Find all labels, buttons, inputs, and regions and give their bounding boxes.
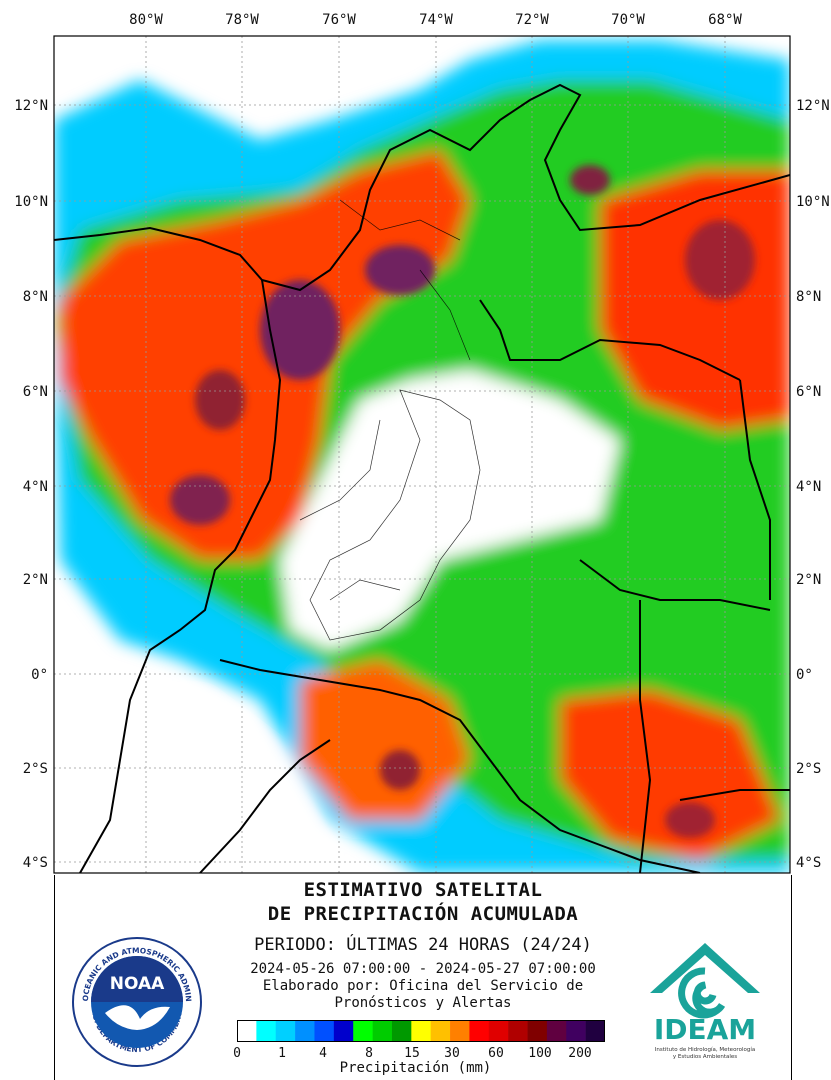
legend-tick-label: 0 xyxy=(233,1046,241,1061)
legend-swatch xyxy=(508,1020,528,1042)
legend-swatch xyxy=(391,1020,412,1042)
legend-tick-label: 8 xyxy=(365,1046,373,1061)
date-range: 2024-05-26 07:00:00 - 2024-05-27 07:00:0… xyxy=(250,961,596,977)
lat-label: 2°S xyxy=(23,761,48,777)
country-borders xyxy=(54,83,790,873)
legend-swatch xyxy=(450,1020,470,1042)
legend-swatch xyxy=(430,1020,451,1042)
map-frame xyxy=(53,35,791,874)
title-line1: ESTIMATIVO SATELITAL xyxy=(303,879,543,901)
precipitation-map: 80°W 78°W 76°W 74°W 72°W 70°W 68°W 12°N … xyxy=(14,12,830,874)
lat-label: 4°S xyxy=(23,855,48,871)
legend-tick-label: 30 xyxy=(444,1046,460,1061)
lon-label: 76°W xyxy=(322,12,356,28)
legend-tick-label: 200 xyxy=(568,1046,592,1061)
color-legend xyxy=(237,1020,605,1042)
lat-label: 10°N xyxy=(796,194,830,210)
lat-label: 10°N xyxy=(14,194,48,210)
lon-label: 68°W xyxy=(708,12,742,28)
lat-label: 12°N xyxy=(796,98,830,114)
legend-swatch xyxy=(275,1020,296,1042)
lat-label: 6°N xyxy=(23,384,48,400)
lat-label: 8°N xyxy=(23,289,48,305)
legend-labels: 0 1 4 8 15 30 60 100 200 xyxy=(226,1046,616,1062)
lat-label: 4°N xyxy=(796,479,821,495)
lat-label: 2°N xyxy=(23,572,48,588)
department-borders xyxy=(299,199,481,641)
lon-labels: 80°W 78°W 76°W 74°W 72°W 70°W 68°W xyxy=(129,12,742,28)
lon-label: 70°W xyxy=(611,12,645,28)
period-label: PERIODO: ÚLTIMAS 24 HORAS (24/24) xyxy=(254,935,592,955)
legend-swatch xyxy=(237,1020,257,1042)
title-line2: DE PRECIPITACIÓN ACUMULADA xyxy=(267,903,579,925)
lat-label: 0° xyxy=(796,667,813,683)
legend-frame xyxy=(237,1020,605,1042)
legend-swatch xyxy=(469,1020,490,1042)
legend-swatch xyxy=(411,1020,431,1042)
precipitation-field xyxy=(54,40,790,873)
lat-labels-right: 12°N 10°N 8°N 6°N 4°N 2°N 0° 2°S 4°S xyxy=(796,98,830,871)
ideam-subtitle-2: y Estudios Ambientales xyxy=(673,1054,737,1060)
ideam-text: IDEAM xyxy=(654,1013,756,1046)
lat-label: 12°N xyxy=(14,98,48,114)
legend-swatch xyxy=(585,1020,605,1042)
lat-label: 2°N xyxy=(796,572,821,588)
legend-swatch xyxy=(566,1020,586,1042)
ideam-logo: IDEAM Instituto de Hidrología, Meteorolo… xyxy=(650,943,760,1060)
legend-swatch xyxy=(333,1020,354,1042)
legend-swatch xyxy=(527,1020,548,1042)
credit-line2: Pronósticos y Alertas xyxy=(334,995,512,1011)
lat-label: 0° xyxy=(31,667,48,683)
lon-label: 78°W xyxy=(225,12,259,28)
lon-label: 80°W xyxy=(129,12,163,28)
lat-label: 4°N xyxy=(23,479,48,495)
legend-swatch xyxy=(314,1020,335,1042)
legend-units: Precipitación (mm) xyxy=(339,1060,492,1076)
legend-tick-label: 100 xyxy=(528,1046,552,1061)
noaa-logo: NATIONAL OCEANIC AND ATMOSPHERIC ADMINIS… xyxy=(70,935,202,1067)
lat-label: 4°S xyxy=(796,855,821,871)
legend-swatch xyxy=(295,1020,315,1042)
noaa-text: NOAA xyxy=(110,974,165,994)
ideam-subtitle-1: Instituto de Hidrología, Meteorología xyxy=(655,1046,755,1053)
lon-label: 72°W xyxy=(515,12,549,28)
legend-swatch xyxy=(372,1020,393,1042)
legend-swatch xyxy=(256,1020,277,1042)
legend-tick-label: 1 xyxy=(278,1046,286,1061)
legend-tick-label: 15 xyxy=(404,1046,420,1061)
legend-swatch xyxy=(353,1020,373,1042)
footer-panel: ESTIMATIVO SATELITAL DE PRECIPITACIÓN AC… xyxy=(54,875,792,1080)
lat-label: 6°N xyxy=(796,384,821,400)
lat-labels-left: 12°N 10°N 8°N 6°N 4°N 2°N 0° 2°S 4°S xyxy=(14,98,48,871)
lon-label: 74°W xyxy=(419,12,453,28)
legend-swatch xyxy=(546,1020,567,1042)
legend-tick-label: 4 xyxy=(319,1046,327,1061)
legend-tick-label: 60 xyxy=(488,1046,504,1061)
credit-line1: Elaborado por: Oficina del Servicio de xyxy=(262,978,584,994)
lat-label: 2°S xyxy=(796,761,821,777)
lat-label: 8°N xyxy=(796,289,821,305)
legend-swatch xyxy=(488,1020,509,1042)
